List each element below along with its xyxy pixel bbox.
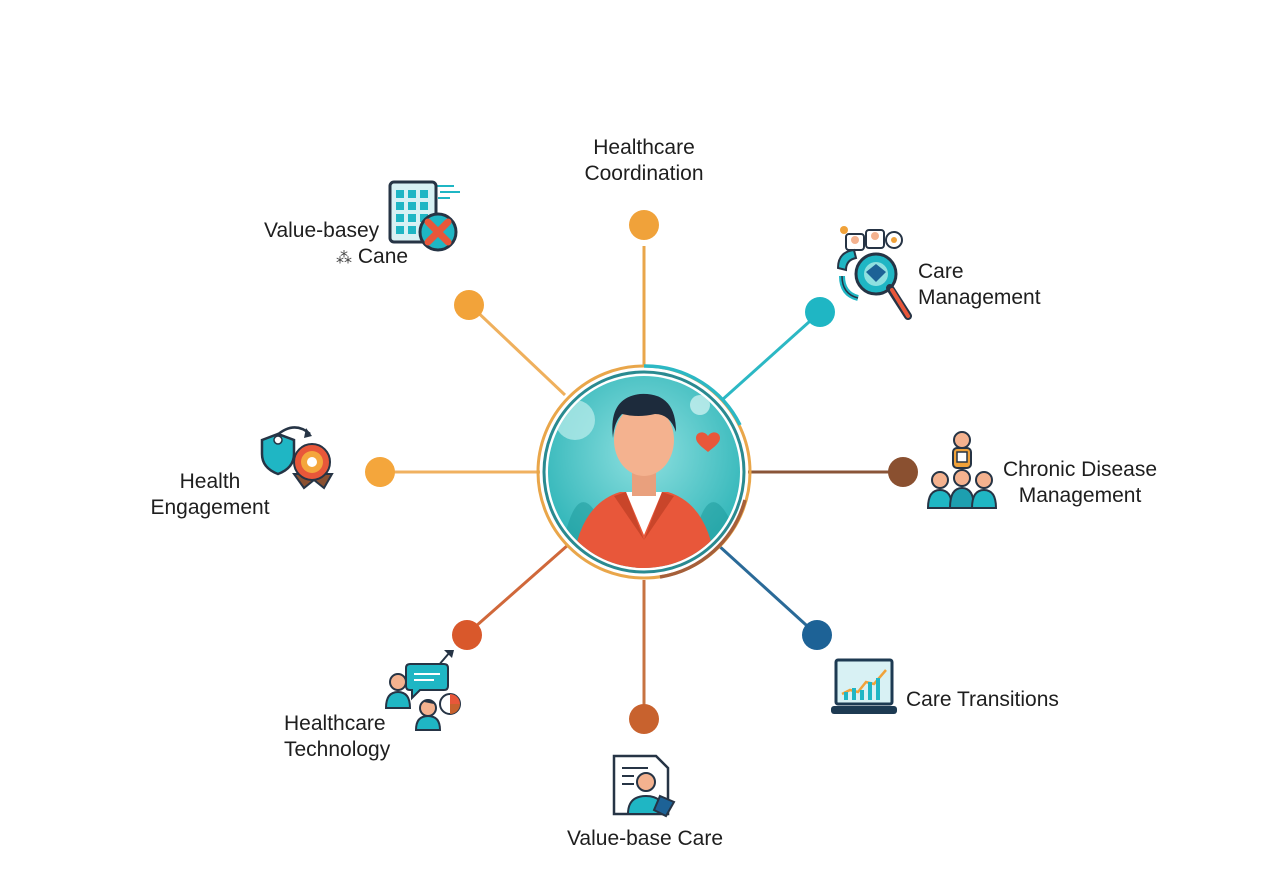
shield-badge-icon <box>260 426 334 490</box>
label-value-basey-cane: Value-basey ⁂ Cane <box>264 218 408 272</box>
laptop-chart-icon <box>831 658 897 714</box>
patient-group-icon <box>926 431 998 509</box>
hub-ring-accent-brown <box>659 499 747 579</box>
label-line: Value-base Care <box>566 827 724 850</box>
document-person-icon <box>612 754 676 818</box>
label-line: Management <box>918 286 1041 309</box>
label-healthcare-coordination: Healthcare Coordination <box>572 135 716 187</box>
label-care-transitions: Care Transitions <box>906 687 1059 713</box>
molecule-icon: ⁂ <box>336 250 352 267</box>
dot-healthcare-coordination[interactable] <box>629 210 659 240</box>
label-line: Healthcare <box>593 136 695 159</box>
dot-care-management[interactable] <box>805 297 835 327</box>
dot-chronic-disease-management[interactable] <box>888 457 918 487</box>
spoke-care-transitions <box>716 543 818 636</box>
spoke-care-management <box>720 311 821 402</box>
label-line: Value-basey <box>264 219 380 242</box>
dot-value-base-care[interactable] <box>629 704 659 734</box>
label-line: Chronic Disease <box>1002 458 1158 481</box>
label-line: Care Transitions <box>906 688 1059 711</box>
label-health-engagement: Health Engagement <box>140 469 280 521</box>
label-line: Management <box>1018 484 1142 507</box>
label-line: ⁂ Cane <box>264 244 408 272</box>
label-line: Engagement <box>150 496 270 519</box>
dot-healthcare-technology[interactable] <box>452 620 482 650</box>
label-line: Coordination <box>584 162 704 185</box>
spoke-value-basey-cane <box>468 303 567 397</box>
label-line-text: Cane <box>357 245 409 268</box>
people-chat-icon <box>384 650 461 731</box>
dot-care-transitions[interactable] <box>802 620 832 650</box>
team-magnifier-icon <box>836 226 912 320</box>
spoke-healthcare-technology <box>466 543 569 636</box>
person-avatar-icon <box>542 370 746 574</box>
label-line: Healthcare <box>284 712 386 735</box>
dot-value-basey-cane[interactable] <box>454 290 484 320</box>
hub-ring-accent-teal <box>643 364 742 426</box>
dot-health-engagement[interactable] <box>365 457 395 487</box>
label-care-management: Care Management <box>918 259 1041 311</box>
label-line: Health <box>179 470 241 493</box>
label-chronic-disease-management: Chronic Disease Management <box>996 457 1164 509</box>
label-value-base-care: Value-base Care <box>560 826 730 852</box>
label-healthcare-technology: Healthcare Technology <box>284 711 390 763</box>
label-line: Care <box>918 260 964 283</box>
label-line: Technology <box>284 738 391 761</box>
tablet-grid-icon <box>388 180 460 252</box>
